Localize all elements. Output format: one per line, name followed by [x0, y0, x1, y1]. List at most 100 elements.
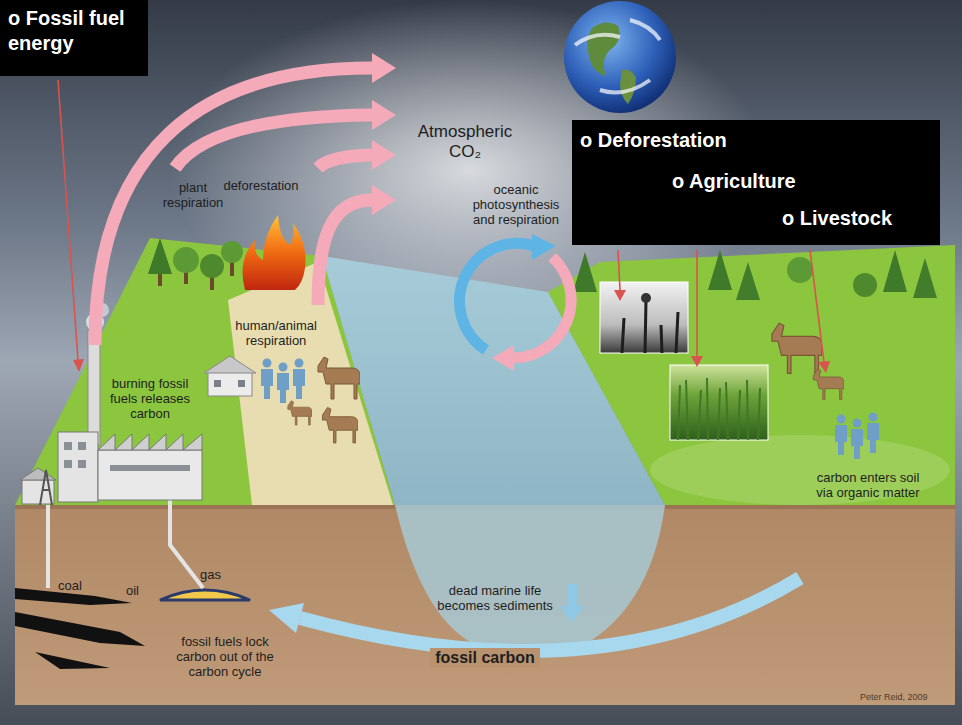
sediment-arrow [560, 606, 584, 622]
people-and-animals [261, 323, 879, 459]
leader-lines [58, 80, 78, 360]
pipes [46, 505, 50, 588]
callout-box: o Fossil fuel energy [0, 0, 148, 76]
oil-gas-reservoir [160, 590, 250, 600]
factory [110, 465, 190, 471]
land-surface [548, 245, 955, 505]
pipes [48, 498, 203, 588]
trees [230, 262, 234, 276]
ocean-exchange-arrows [459, 243, 535, 350]
trees [736, 262, 760, 300]
emission-arrows [95, 53, 396, 345]
deforestation-photo [641, 293, 651, 303]
factory [78, 460, 86, 468]
leader-lines [614, 290, 626, 301]
emission-arrows [372, 53, 396, 83]
earth-globe [587, 22, 620, 76]
cornfield-photo [678, 378, 760, 440]
diagram-label: burning fossil fuels releases carbon [102, 376, 198, 421]
factory [78, 442, 86, 450]
emission-arrows [372, 185, 396, 215]
factory [88, 330, 100, 445]
deforestation-photo [622, 300, 678, 353]
earth-globe [620, 70, 636, 104]
bullet-text: o Agriculture [580, 169, 932, 194]
pipes [170, 498, 203, 588]
sediment-arrow [560, 584, 584, 622]
bullet-text: o Livestock [580, 206, 932, 231]
trees [913, 258, 937, 298]
diagram-label: coal [58, 578, 98, 593]
leader-lines [691, 356, 703, 367]
factory [40, 470, 52, 505]
house [238, 380, 245, 387]
emission-arrows [318, 155, 372, 168]
deforestation-photo [600, 282, 688, 353]
trees [221, 241, 243, 263]
factory [64, 442, 72, 450]
label-patch: fossil carbon [430, 648, 540, 667]
callout-box: o Deforestation o Agriculture o Livestock [572, 120, 940, 245]
diagram-label: deforestation [215, 178, 307, 193]
earth-globe [564, 1, 676, 113]
people-and-animals [288, 401, 312, 425]
people-and-animals [867, 413, 879, 454]
leader-lines [810, 250, 824, 362]
diagram-label: oceanic photosynthesis and respiration [462, 182, 570, 227]
forest-fire [243, 215, 306, 290]
people-and-animals [772, 323, 822, 373]
earth-globe [564, 1, 676, 113]
emission-arrows [372, 140, 396, 170]
diagram-label: Peter Reid, 2009 [860, 692, 950, 703]
trees [148, 238, 172, 274]
people-and-animals [322, 407, 358, 443]
people-and-animals [318, 357, 360, 399]
earth-globe [575, 20, 660, 92]
fossil-carbon-arrow [300, 578, 800, 651]
bullet-text: o Fossil fuel energy [8, 6, 140, 56]
bullet-text: o Deforestation [580, 128, 932, 153]
people-and-animals [293, 359, 305, 400]
ocean-exchange-arrows [512, 257, 571, 358]
diagram-label: fossil fuels lock carbon out of the carb… [165, 634, 285, 679]
coal-seams [15, 612, 145, 646]
land-surface [15, 238, 955, 505]
people-and-animals [277, 363, 289, 404]
soil-cross-section [15, 505, 955, 705]
cornfield-photo [670, 365, 768, 440]
sediment-arrow [567, 584, 577, 607]
emission-arrows [372, 100, 396, 130]
fossil-carbon-arrow [269, 603, 304, 633]
factory [64, 460, 72, 468]
coal-seams [35, 652, 110, 669]
leader-lines [818, 361, 830, 373]
soil-cross-section [15, 505, 955, 705]
factory [20, 468, 56, 480]
factory [20, 303, 202, 505]
people-and-animals [261, 359, 273, 400]
diagram-label: oil [126, 583, 156, 598]
people-and-animals [835, 415, 847, 456]
trees [200, 254, 224, 278]
leader-lines [696, 250, 698, 356]
coal-seams [15, 588, 145, 669]
factory [98, 434, 202, 450]
forest-fire [243, 215, 306, 290]
fossil-carbon-arrow [269, 578, 800, 651]
leader-lines [73, 359, 84, 372]
diagram-label: carbon enters soil via organic matter [812, 470, 924, 500]
factory [98, 450, 202, 500]
diagram-label: fossil carbon [420, 648, 550, 667]
house [204, 356, 256, 373]
leader-lines [618, 250, 620, 290]
ocean-exchange-arrows [492, 345, 514, 371]
factory [58, 432, 98, 502]
people-and-animals [851, 419, 863, 460]
oil-gas-reservoir [160, 590, 250, 600]
diagram-label: dead marine life becomes sediments [430, 583, 560, 613]
emission-arrows [95, 68, 372, 345]
